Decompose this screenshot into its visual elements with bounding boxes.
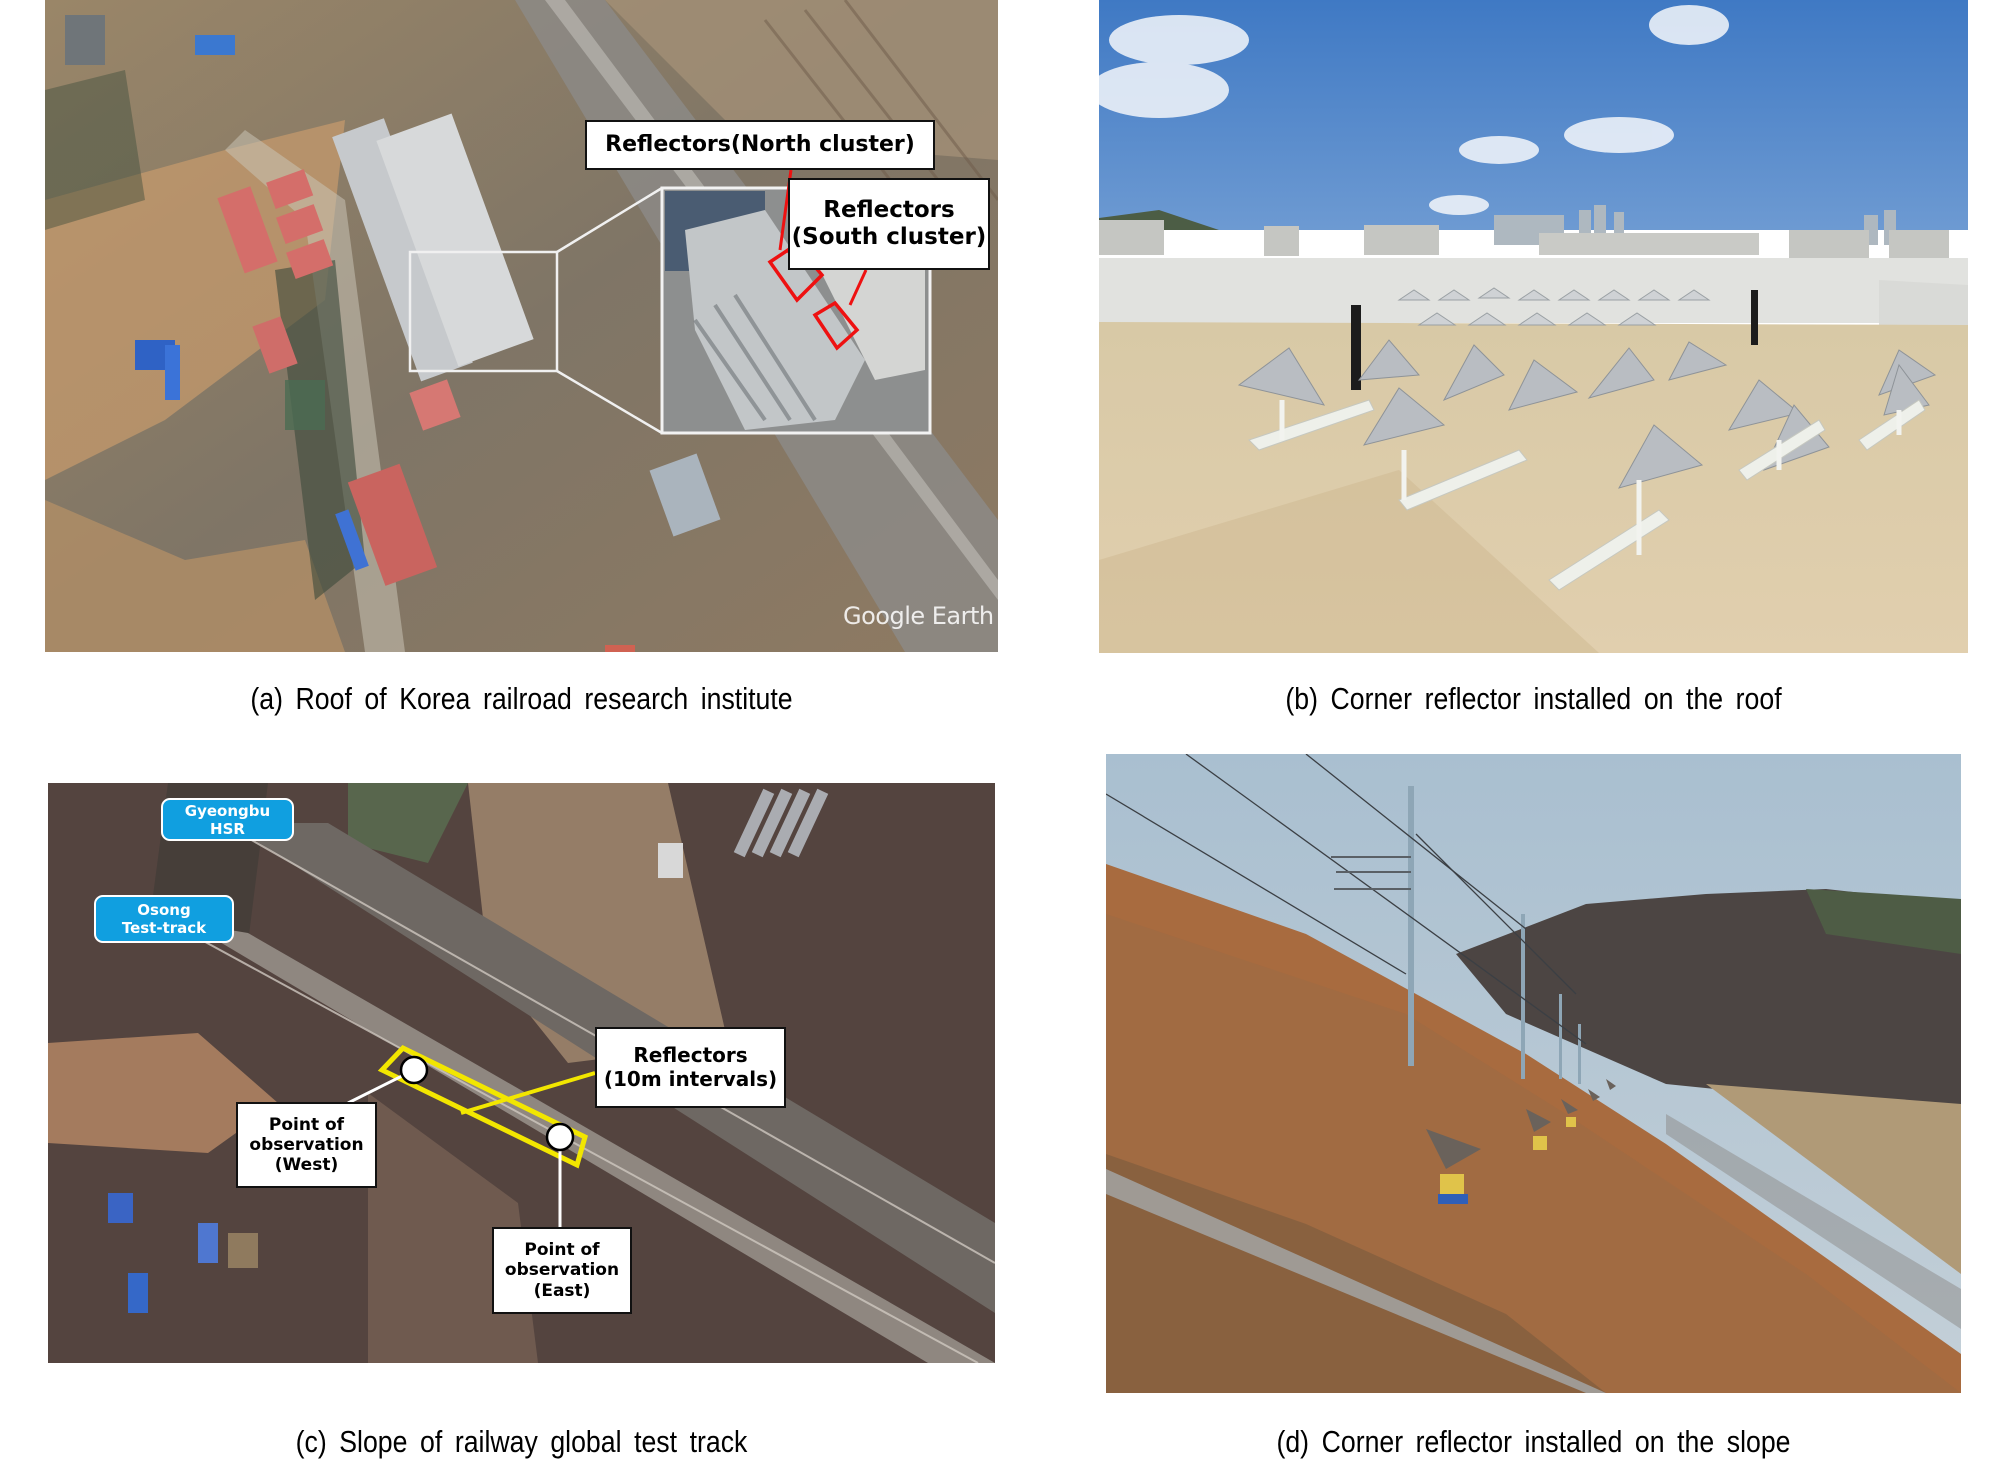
south-cluster-label: Reflectors (South cluster) [788, 178, 990, 270]
caption-d: (d) Corner reflector installed on the sl… [1276, 1424, 1791, 1459]
east-observation-label: Point of observation (East) [492, 1227, 632, 1314]
google-earth-watermark: Google Earth [843, 602, 994, 630]
west-observation-label: Point of observation (West) [236, 1102, 377, 1188]
source-zoom-box [408, 250, 559, 373]
panel-c-satellite-image: Gyeongbu HSR Osong Test-track Reflectors… [48, 783, 995, 1363]
caption-a: (a) Roof of Korea railroad research inst… [250, 681, 793, 716]
osong-test-track-label: Osong Test-track [94, 895, 234, 943]
panel-a-satellite-image: Reflectors(North cluster) Reflectors (So… [45, 0, 998, 652]
caption-c: (c) Slope of railway global test track [295, 1424, 748, 1459]
slope-reflectors [1426, 1079, 1616, 1204]
gyeongbu-hsr-label: Gyeongbu HSR [161, 798, 294, 841]
reflector-area-highlight [377, 1044, 588, 1169]
panel-b-roof-photo [1099, 0, 1968, 653]
reflectors-interval-label: Reflectors (10m intervals) [595, 1027, 786, 1108]
slope-reflectors-photo [1106, 754, 1961, 1393]
south-cluster-marker [812, 300, 860, 351]
panel-d-slope-photo [1106, 754, 1961, 1393]
caption-b: (b) Corner reflector installed on the ro… [1285, 681, 1782, 716]
west-observation-point [399, 1055, 429, 1085]
east-observation-point [545, 1122, 575, 1152]
satellite-map-c [48, 783, 995, 1363]
satellite-map-a [45, 0, 998, 652]
roof-reflectors-photo [1099, 0, 1968, 653]
north-cluster-label: Reflectors(North cluster) [585, 120, 935, 170]
